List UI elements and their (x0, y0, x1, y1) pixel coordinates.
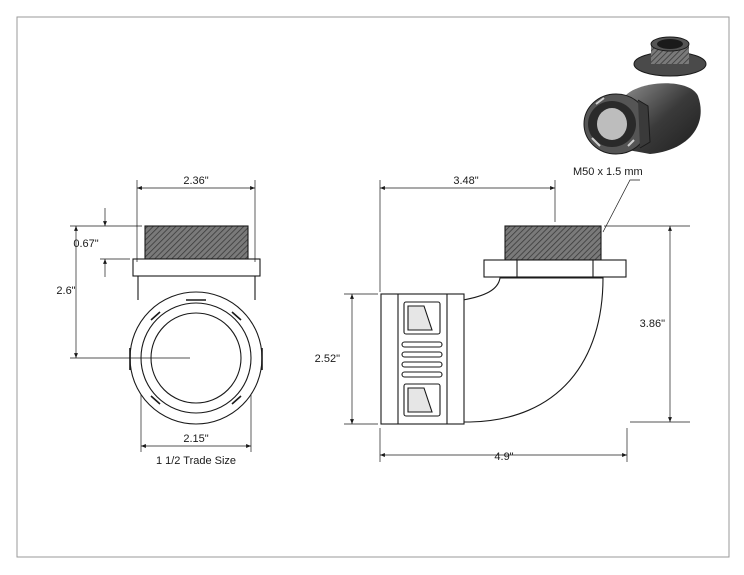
side-elbow-body (462, 277, 604, 423)
trade-size-label: 1 1/2 Trade Size (156, 455, 236, 467)
front-view (129, 225, 263, 425)
iso-render (583, 36, 707, 155)
thread-spec-label: M50 x 1.5 mm (573, 166, 643, 178)
front-hex-nut (132, 258, 261, 277)
side-length-label: 4.9" (494, 451, 513, 463)
front-thread-height-label: 0.67" (73, 238, 98, 250)
side-thread (504, 225, 602, 261)
front-thread (144, 225, 249, 260)
side-offset-label: 3.48" (453, 175, 478, 187)
side-view (380, 225, 627, 425)
side-body-height-label: 2.52" (315, 353, 340, 365)
front-bore-label: 2.15" (183, 433, 208, 445)
side-hex-nut (483, 259, 627, 278)
side-height-label: 3.86" (640, 318, 665, 330)
front-height-label: 2.6" (56, 285, 75, 297)
front-width-label: 2.36" (183, 175, 208, 187)
sheet-border (16, 16, 730, 558)
